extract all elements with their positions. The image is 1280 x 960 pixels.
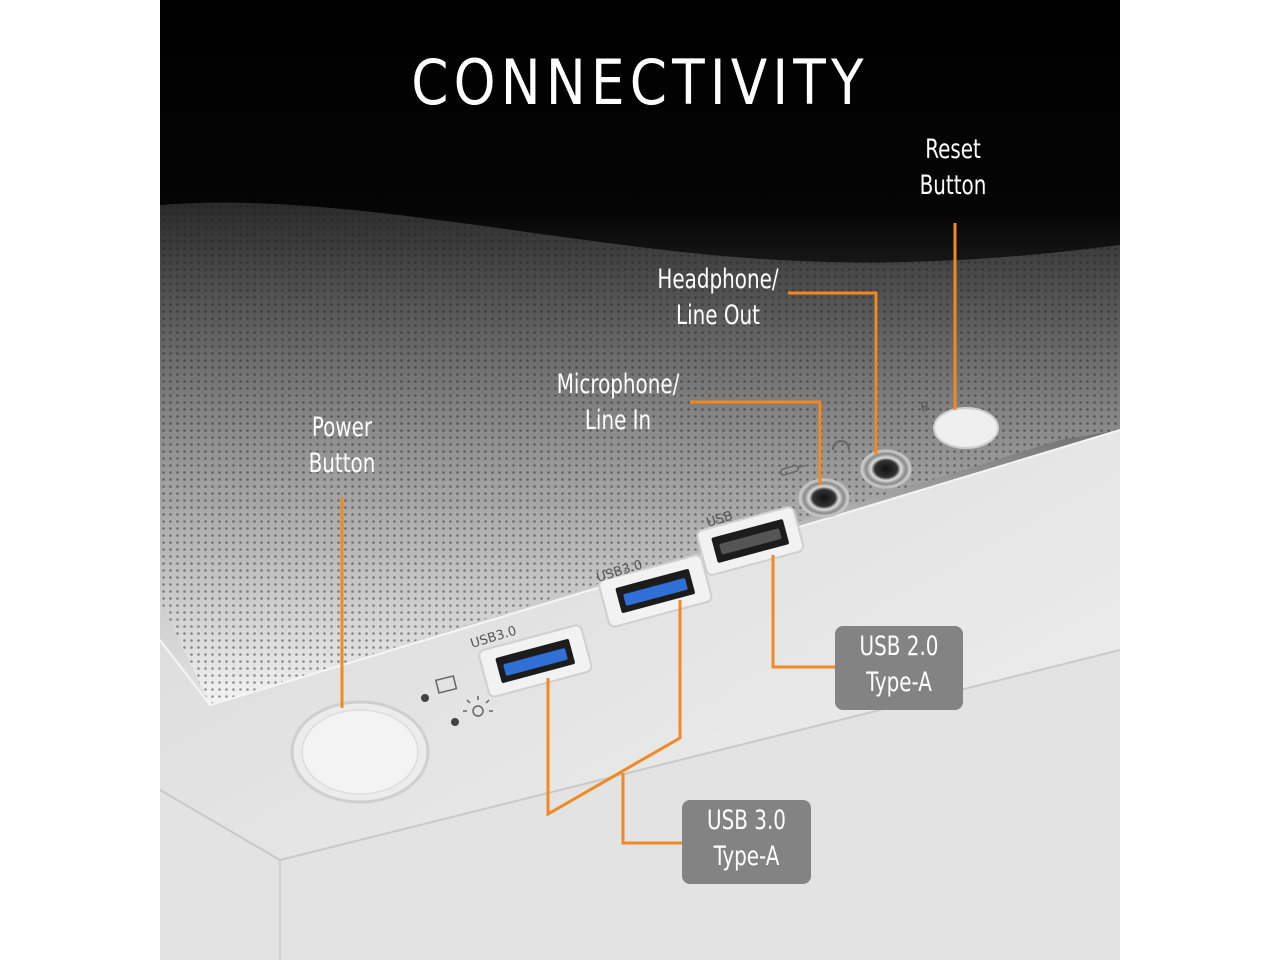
hdd-led: [421, 694, 429, 702]
reset-label-line1: Reset: [925, 134, 981, 165]
case-top-panel-illustration: USB3.0 USB3.0 USB R: [160, 0, 1120, 960]
power-led: [451, 718, 459, 726]
product-image: USB3.0 USB3.0 USB R: [160, 0, 1120, 960]
usb3-label-line2: Type-A: [713, 841, 780, 872]
microphone-label: Microphone/ Line In: [536, 367, 700, 439]
usb2-label-line1: USB 2.0: [859, 631, 939, 662]
usb2-label: USB 2.0 Type-A: [847, 629, 952, 701]
headphone-label-line2: Line Out: [676, 300, 760, 331]
power-label-line1: Power: [311, 412, 373, 443]
usb3-callout-box: USB 3.0 Type-A: [682, 800, 811, 884]
page-title: CONNECTIVITY: [411, 46, 869, 119]
usb2-callout-box: USB 2.0 Type-A: [835, 626, 963, 710]
microphone-jack[interactable]: [798, 478, 850, 518]
usb2-marking: USB: [705, 509, 735, 531]
microphone-label-line2: Line In: [584, 405, 652, 436]
reset-marking: R: [919, 399, 932, 416]
power-button-label: Power Button: [293, 410, 391, 482]
microphone-leader-line: [690, 400, 822, 485]
reset-label-line2: Button: [919, 170, 987, 201]
usb2-label-line2: Type-A: [866, 667, 932, 698]
usb3-port-left[interactable]: [478, 624, 593, 698]
headphone-label: Headphone/ Line Out: [644, 262, 792, 334]
usb2-port[interactable]: [696, 506, 805, 576]
usb3-leader-line: [546, 600, 685, 845]
usb3-port-right[interactable]: [598, 554, 713, 628]
headphone-leader-line: [788, 291, 878, 455]
headphone-jack[interactable]: [860, 449, 912, 489]
hdd-icon: [434, 675, 458, 694]
headphone-icon: [832, 440, 850, 451]
power-label-line2: Button: [308, 448, 376, 479]
microphone-label-line1: Microphone/: [556, 369, 680, 400]
usb3-label: USB 3.0 Type-A: [694, 803, 800, 875]
light-icon: [463, 696, 493, 717]
reset-button[interactable]: [933, 407, 999, 449]
headphone-label-line1: Headphone/: [657, 264, 779, 295]
microphone-icon: [780, 464, 806, 476]
usb3-label-line1: USB 3.0: [707, 805, 786, 836]
reset-button-label: Reset Button: [904, 132, 1002, 204]
usb2-leader-line: [771, 555, 838, 669]
